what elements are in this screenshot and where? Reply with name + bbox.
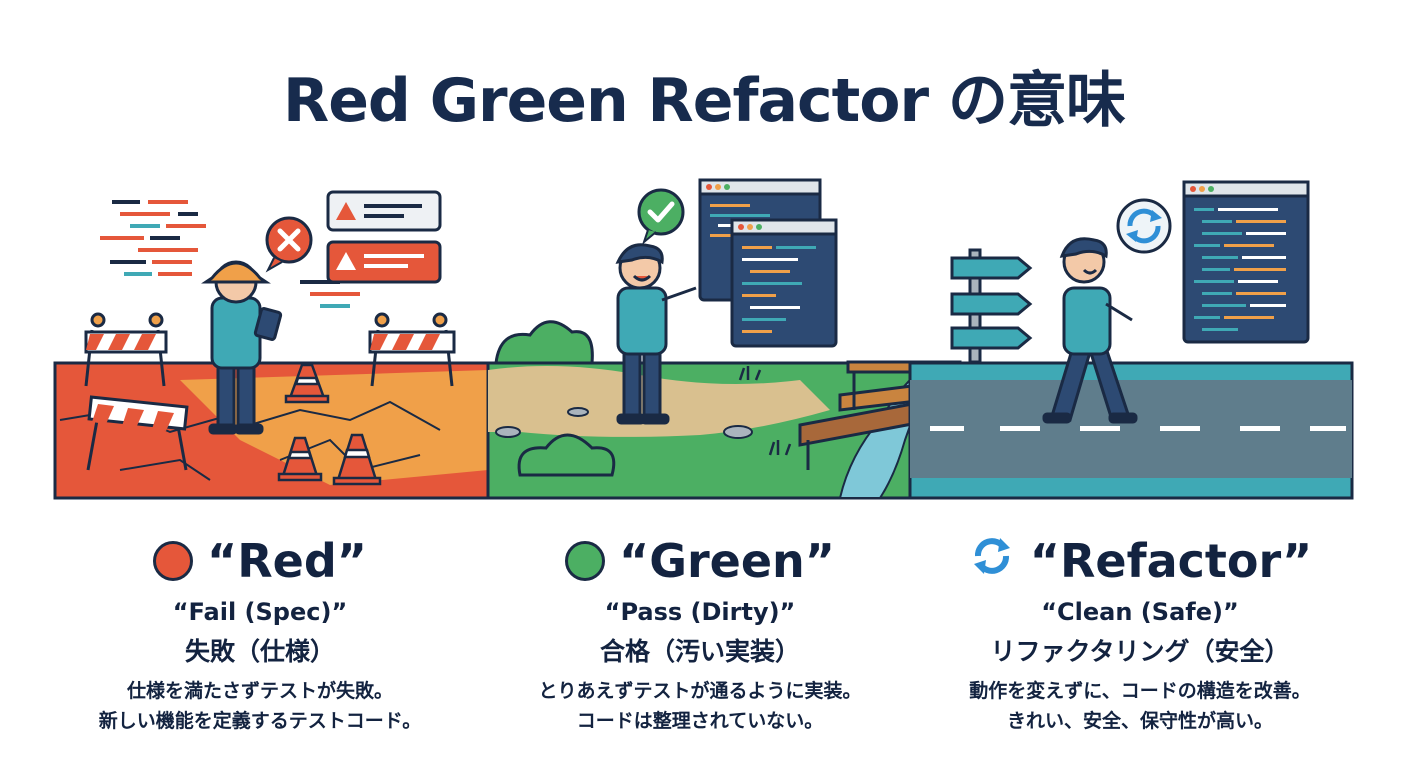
barricade-icon: [86, 395, 189, 471]
bush-icon: [494, 320, 616, 477]
developer-figure: [615, 243, 697, 425]
barricade-icon: [368, 312, 456, 387]
barricade-icon: [84, 312, 168, 387]
red-subtitle-jp: 失敗（仕様）: [184, 637, 335, 666]
traffic-cone-icon: [332, 433, 382, 486]
red-description: 仕様を満たさずテストが失敗。 新しい機能を定義するテストコード。: [40, 676, 480, 736]
red-desc-line: 仕様を満たさずテストが失敗。: [126, 680, 393, 702]
green-desc-line: とりあえずテストが通るように実装。: [538, 680, 862, 702]
refactor-heading-label: “Refactor”: [1029, 534, 1313, 588]
warning-panel-icon: [326, 190, 442, 232]
code-window: [1182, 180, 1310, 344]
red-desc-line: 新しい機能を定義するテストコード。: [98, 710, 422, 732]
walking-developer-figure: [1042, 237, 1138, 424]
refactor-subtitle-en: “Clean (Safe)”: [1041, 598, 1239, 626]
error-x-icon: [265, 216, 313, 273]
red-heading-label: “Red”: [206, 534, 367, 588]
red-column: “Red” “Fail (Spec)” 失敗（仕様） 仕様を満たさずテストが失敗…: [40, 530, 480, 736]
refactor-subtitle-jp: リファクタリング（安全）: [990, 637, 1290, 666]
red-circle-icon: [152, 541, 193, 581]
green-heading: “Green”: [480, 530, 920, 592]
signpost-icon: [950, 248, 1033, 364]
refresh-bubble-icon: [1116, 198, 1172, 254]
refactor-desc-line: きれい、安全、保守性が高い。: [1006, 710, 1273, 732]
green-column: “Green” “Pass (Dirty)” 合格（汚い実装） とりあえずテスト…: [480, 530, 920, 736]
traffic-cone-icon: [277, 436, 323, 482]
road: [908, 361, 1354, 500]
grass-icon: [738, 366, 792, 456]
refactor-desc-line: 動作を変えずに、コードの構造を改善。: [969, 680, 1311, 702]
check-icon: [637, 188, 685, 246]
refresh-icon: [968, 532, 1016, 591]
red-subtitle-en: “Fail (Spec)”: [172, 598, 348, 626]
traffic-cone-icon: [284, 363, 330, 404]
green-circle-icon: [564, 541, 605, 581]
red-ground: [53, 361, 490, 500]
page-title: Red Green Refactor の意味: [283, 66, 1126, 136]
warning-panel-icon: [326, 240, 442, 284]
refactor-column: “Refactor” “Clean (Safe)” リファクタリング（安全） 動…: [920, 530, 1360, 736]
green-heading-label: “Green”: [618, 534, 836, 588]
red-heading: “Red”: [40, 530, 480, 592]
green-description: とりあえずテストが通るように実装。 コードは整理されていない。: [480, 676, 920, 736]
green-desc-line: コードは整理されていない。: [576, 710, 824, 732]
illustration-scene: [0, 170, 1408, 510]
code-window: [730, 218, 838, 348]
red-code-dashes: [100, 200, 360, 308]
refactor-description: 動作を変えずに、コードの構造を改善。 きれい、安全、保守性が高い。: [920, 676, 1360, 736]
worker-figure: [201, 260, 283, 435]
green-subtitle-en: “Pass (Dirty)”: [604, 598, 796, 626]
refactor-heading: “Refactor”: [920, 530, 1360, 592]
green-subtitle-jp: 合格（汚い実装）: [599, 637, 800, 666]
